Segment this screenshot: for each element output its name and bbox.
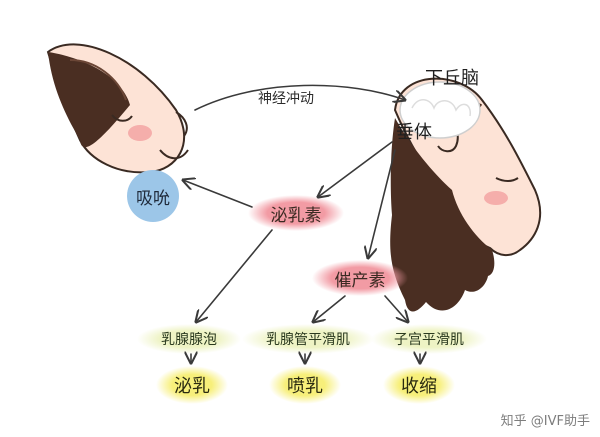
lactation-pill-bg xyxy=(156,366,228,404)
arrow-suckling-to-hypothalamus xyxy=(194,84,405,111)
alveoli-pill-bg xyxy=(137,324,241,354)
arrow-oxytocin-to-uterus xyxy=(384,295,408,322)
oxytocin-label: 催产素 xyxy=(334,270,386,291)
nerve-impulse-label: 神经冲动 xyxy=(258,91,314,107)
arrows xyxy=(183,84,420,363)
duct-muscle-label: 乳腺管平滑肌 xyxy=(266,332,350,348)
prolactin-pill-bg xyxy=(248,195,344,231)
alveoli-label: 乳腺腺泡 xyxy=(161,332,217,348)
arrow-pituitary-to-prolactin xyxy=(318,141,393,197)
arrow-oxytocin-to-duct xyxy=(313,295,346,322)
arrow-prolactin-to-alveoli xyxy=(196,229,273,322)
arrow-prolactin-to-suckling xyxy=(183,180,253,208)
uterine-muscle-pill-bg xyxy=(371,324,487,354)
arrow-pituitary-to-oxytocin xyxy=(368,149,396,258)
suckling-circle xyxy=(127,170,179,222)
watermark: 知乎 @IVF助手 xyxy=(500,414,590,429)
lactation-label: 泌乳 xyxy=(174,376,210,397)
contraction-pill-bg xyxy=(383,366,455,404)
hypothalamus-label: 下丘脑 xyxy=(425,68,479,89)
mother-illustration xyxy=(390,77,541,312)
pituitary-label: 垂体 xyxy=(396,122,432,143)
contraction-label: 收缩 xyxy=(401,376,437,397)
milk-ejection-label: 喷乳 xyxy=(287,376,323,397)
baby-illustration xyxy=(46,43,189,174)
uterine-muscle-label: 子宫平滑肌 xyxy=(394,332,464,348)
oxytocin-pill-bg xyxy=(312,260,408,296)
duct-muscle-pill-bg xyxy=(242,324,374,354)
milk-ejection-pill-bg xyxy=(269,366,341,404)
suckling-label: 吸吮 xyxy=(136,188,170,209)
prolactin-label: 泌乳素 xyxy=(270,205,322,226)
